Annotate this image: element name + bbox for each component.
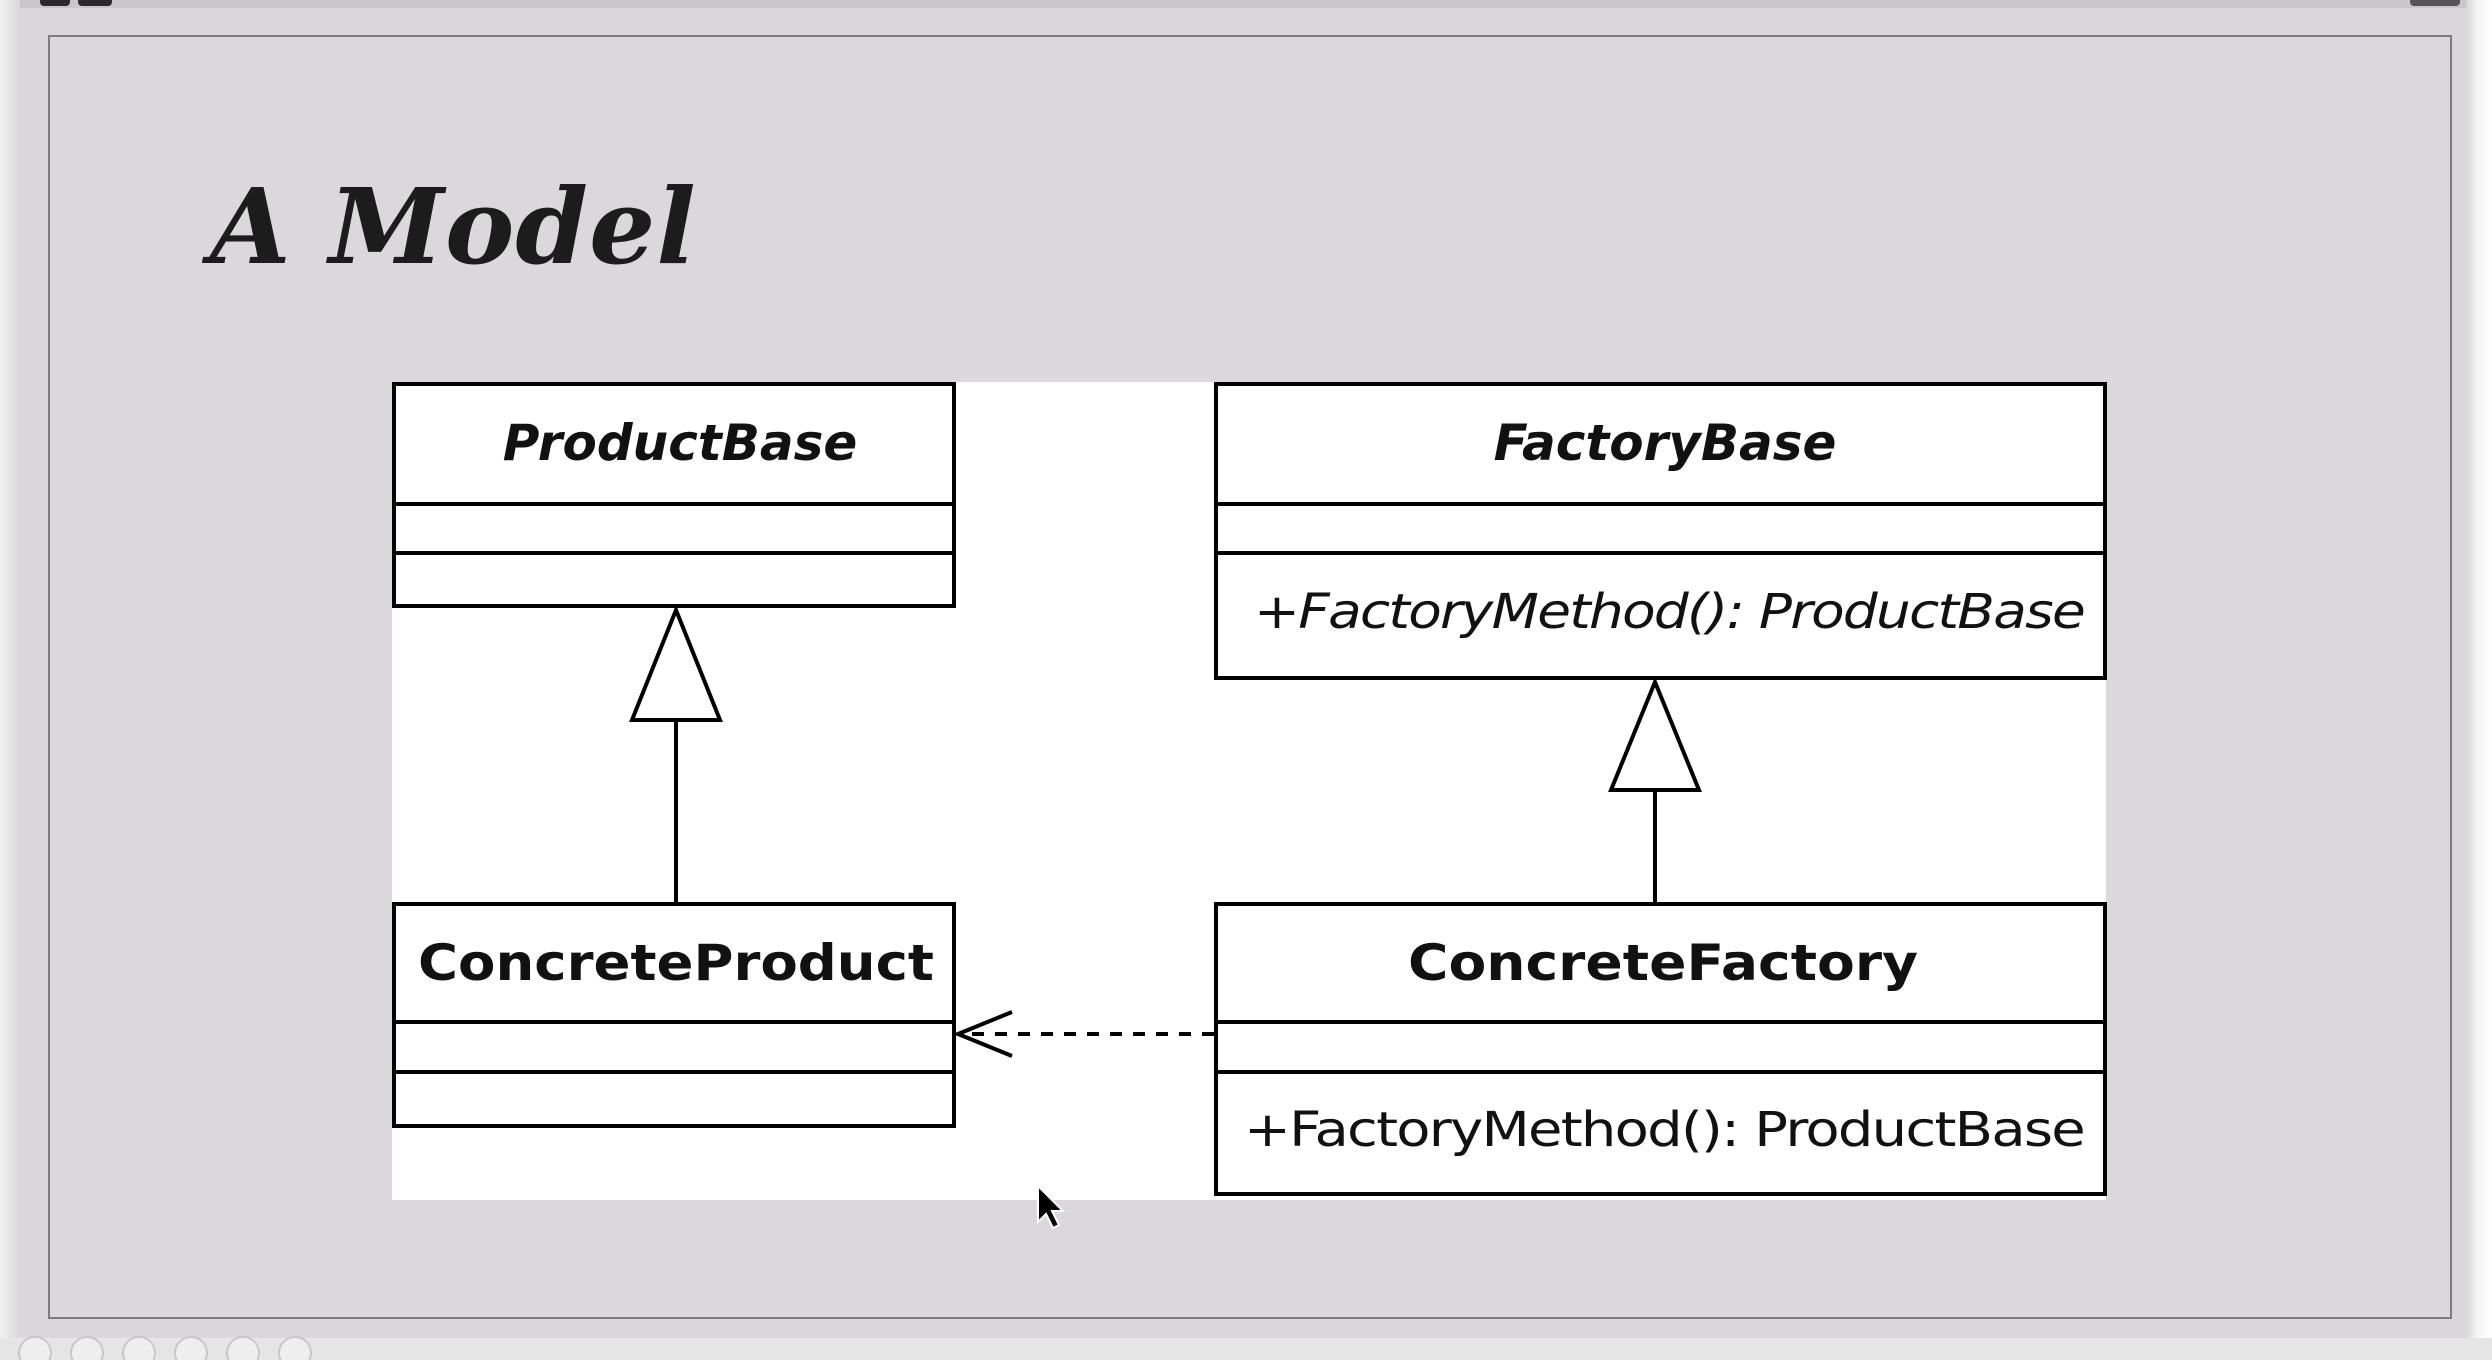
nav-dot[interactable] (70, 1336, 104, 1360)
toolbar-edge-mark (78, 0, 112, 6)
generalization-edge (629, 604, 723, 904)
dependency-edge (952, 1010, 1214, 1058)
hollow-triangle-arrowhead (1608, 676, 1702, 792)
class-name: ProductBase (503, 414, 858, 472)
toolbar-edge-mark (40, 0, 70, 6)
nav-dot[interactable] (174, 1336, 208, 1360)
nav-dot[interactable] (226, 1336, 260, 1360)
viewer-left-edge (0, 0, 20, 1360)
class-factorybase: FactoryBase +FactoryMethod(): ProductBas… (1214, 382, 2107, 680)
class-box (392, 902, 956, 1128)
open-arrowhead (952, 1010, 1013, 1058)
bottom-bar (0, 1336, 2492, 1360)
operation-factorymethod: +FactoryMethod(): ProductBase (1254, 584, 2084, 640)
class-concretefactory: ConcreteFactory +FactoryMethod(): Produc… (1214, 902, 2107, 1196)
generalization-edge (1608, 676, 1702, 904)
hollow-triangle-arrowhead (629, 604, 723, 722)
class-concreteproduct: ConcreteProduct (392, 902, 956, 1128)
class-box (392, 382, 956, 608)
class-productbase: ProductBase (392, 382, 956, 608)
mouse-cursor-icon (1037, 1183, 1066, 1230)
top-toolbar-strip (0, 0, 2492, 8)
nav-dot[interactable] (122, 1336, 156, 1360)
class-box (1214, 382, 2107, 680)
class-name: ConcreteFactory (1408, 934, 1918, 992)
operation-factorymethod: +FactoryMethod(): ProductBase (1244, 1102, 2084, 1158)
class-box (1214, 902, 2107, 1196)
viewer-scrollbar[interactable] (2466, 0, 2492, 1360)
toolbar-edge-mark (2410, 0, 2460, 6)
nav-dot[interactable] (18, 1336, 52, 1360)
slide-title: A Model (210, 165, 697, 288)
nav-dot[interactable] (278, 1336, 312, 1360)
class-name: ConcreteProduct (418, 934, 934, 992)
class-name: FactoryBase (1494, 414, 1837, 472)
